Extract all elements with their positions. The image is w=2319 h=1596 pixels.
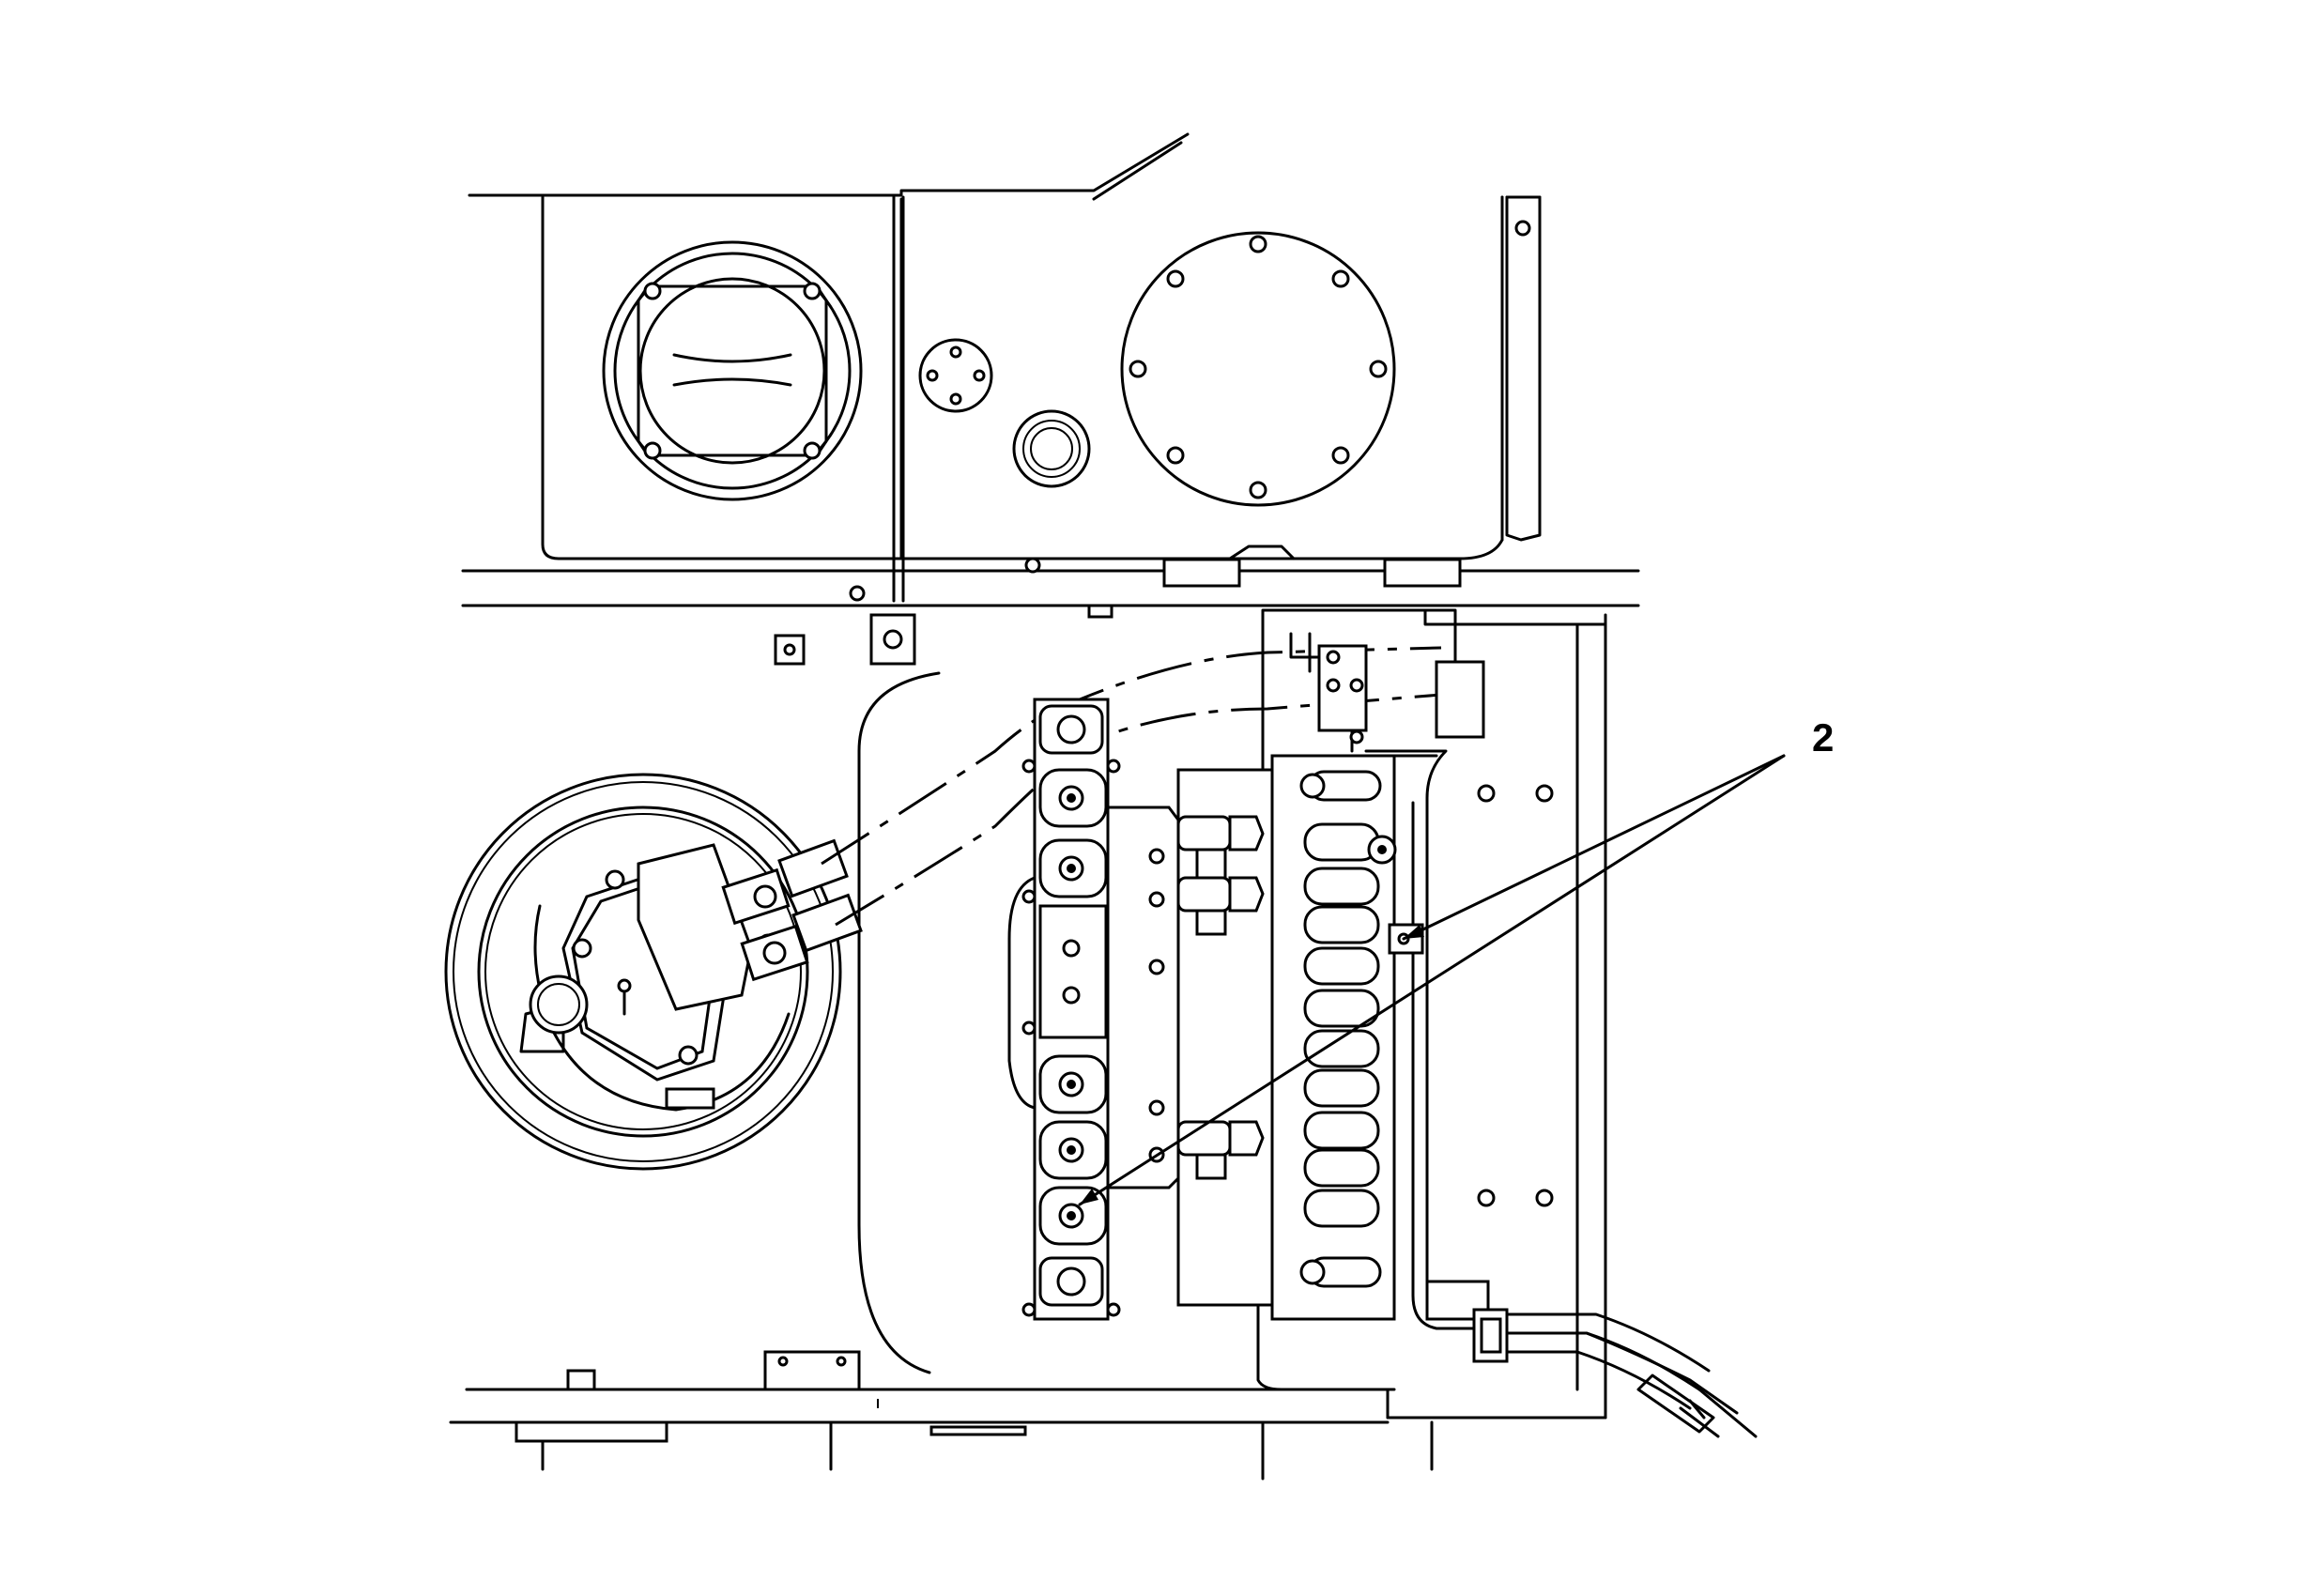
- upper-tank-frame: [461, 132, 1640, 619]
- lower-frame: [449, 608, 1607, 1481]
- bracket-bolt: [1514, 220, 1531, 237]
- inspection-cover-right: [1120, 231, 1396, 507]
- hose-fittings: [1176, 815, 1265, 1180]
- tank-foot: [1383, 558, 1462, 588]
- inspection-cover-left: [602, 240, 863, 501]
- control-valve-assembly: [1007, 632, 1758, 1438]
- travel-motor: [444, 773, 863, 1171]
- callout-label-2: 2: [1812, 715, 1834, 760]
- callout-2: 2: [1078, 715, 1834, 1206]
- valve-flange: [1038, 704, 1108, 1307]
- tank-foot: [1162, 558, 1241, 588]
- filler-cap: [918, 338, 1091, 488]
- valve-spools: [1299, 770, 1382, 1288]
